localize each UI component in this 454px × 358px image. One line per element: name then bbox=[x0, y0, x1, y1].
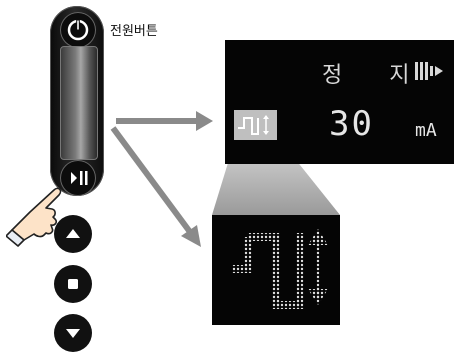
pulse-waveform-icon bbox=[234, 110, 277, 140]
current-value: 30 bbox=[329, 104, 374, 144]
intensity-bars-icon bbox=[415, 60, 445, 82]
waveform-highlight bbox=[234, 110, 277, 140]
main-display: 정 지 30 mA bbox=[225, 40, 454, 164]
status-text: 정 지 bbox=[322, 57, 429, 89]
current-unit: mA bbox=[415, 120, 437, 141]
pulse-waveform-icon bbox=[212, 215, 340, 325]
zoomed-waveform-display bbox=[212, 215, 340, 325]
